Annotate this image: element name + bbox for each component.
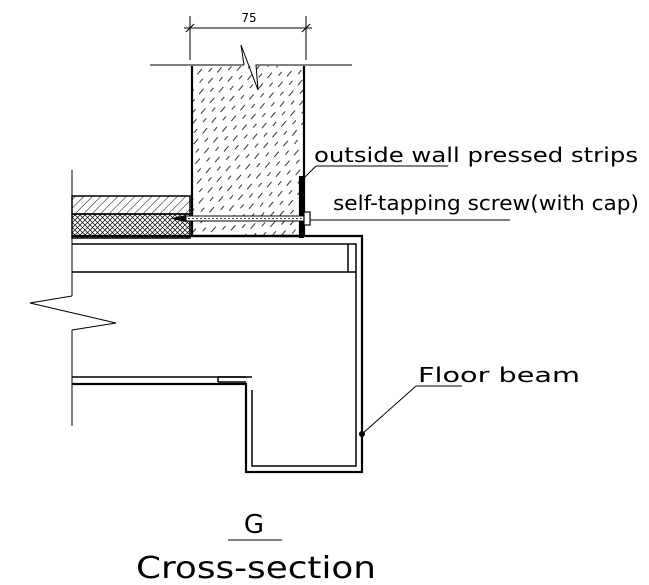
caption: G Cross-section — [136, 510, 376, 585]
caption-mark: G — [244, 510, 264, 540]
self-tapping-screw — [170, 211, 311, 226]
label-floor-beam: Floor beam — [418, 363, 580, 387]
leader-strips — [303, 165, 448, 179]
left-wall-break-line — [29, 170, 117, 426]
dimension-75: 75 — [184, 11, 312, 60]
label-self-tapping-screw: self-tapping screw(with cap) — [333, 191, 639, 215]
leader-beam — [359, 385, 462, 437]
caption-title: Cross-section — [136, 551, 376, 585]
floor-beam — [72, 234, 364, 474]
label-outside-wall-pressed-strips: outside wall pressed strips — [314, 143, 638, 167]
wall-panel — [190, 66, 306, 238]
dimension-label: 75 — [241, 11, 256, 25]
roof-insulation-layers — [71, 195, 191, 239]
